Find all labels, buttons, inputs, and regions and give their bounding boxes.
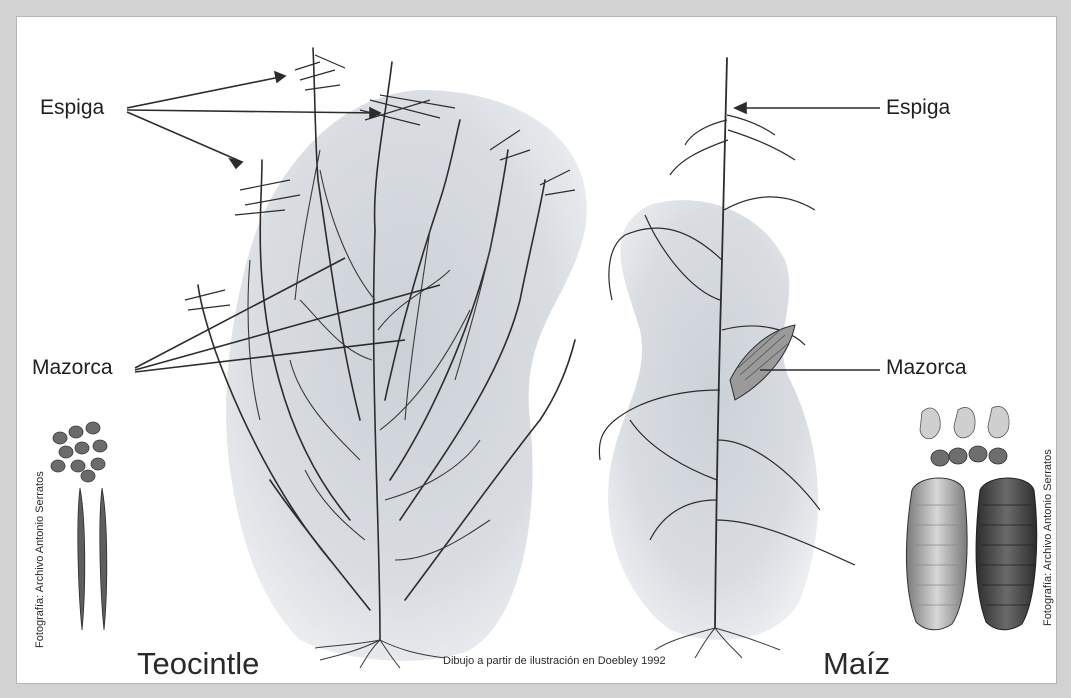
photo-credit-right: Fotografía: Archivo Antonio Serratos: [1042, 449, 1054, 626]
teocintle-seeds: [51, 422, 107, 482]
teocintle-espiga-label: Espiga: [40, 96, 104, 120]
maiz-shadow: [608, 200, 818, 640]
maiz-kernels-light: [920, 406, 1009, 438]
maiz-cobs: [906, 478, 1036, 630]
teocintle-shadow: [226, 90, 587, 661]
teocintle-ears: [78, 488, 107, 630]
teocintle-mazorca-label: Mazorca: [32, 356, 113, 380]
maiz-espiga-label: Espiga: [886, 96, 950, 120]
drawing-credit: Dibujo a partir de ilustración en Doeble…: [443, 655, 666, 667]
maiz-title: Maíz: [823, 646, 890, 682]
maiz-mazorca-label: Mazorca: [886, 356, 967, 380]
teocintle-title: Teocintle: [137, 646, 259, 682]
maiz-kernels-dark: [931, 446, 1007, 466]
photo-credit-left: Fotografía: Archivo Antonio Serratos: [34, 471, 46, 648]
